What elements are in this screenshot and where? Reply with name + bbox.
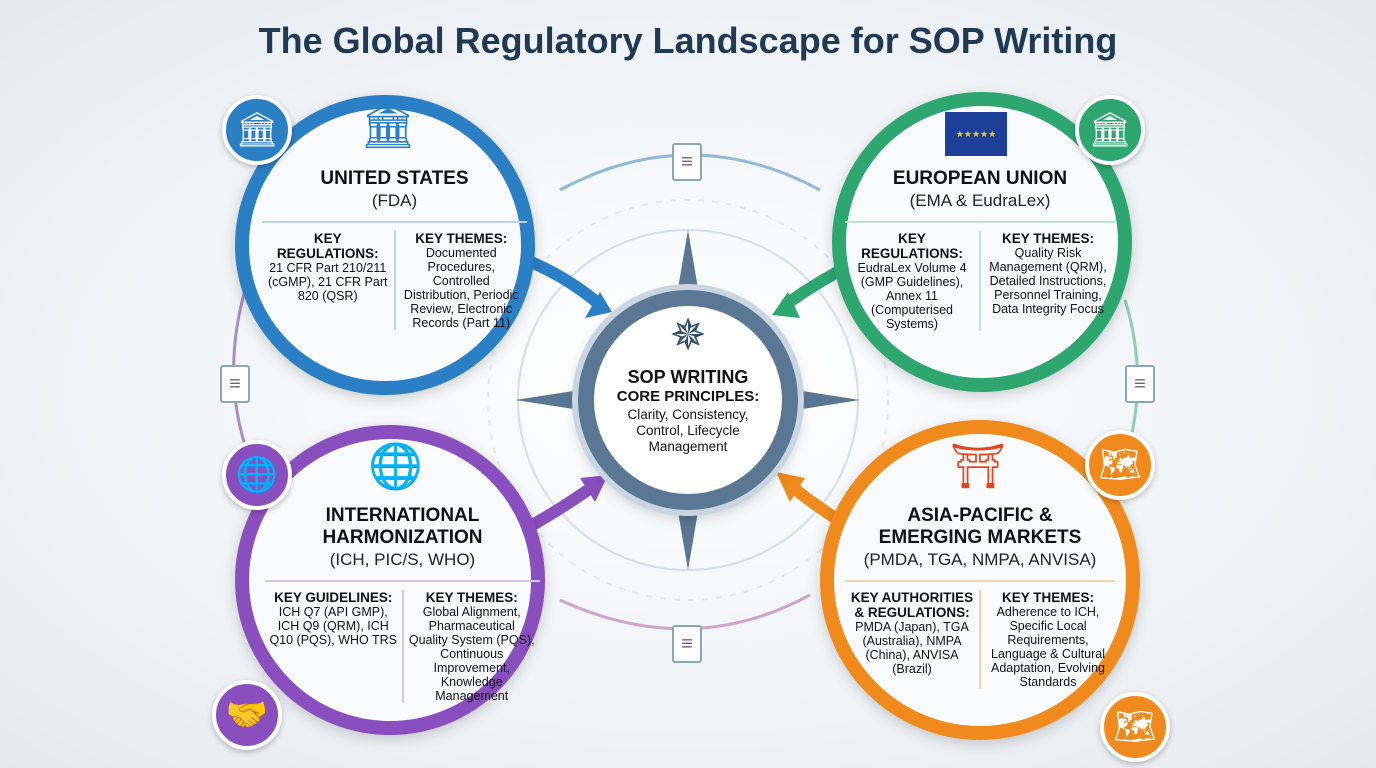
document-icon: ≡ <box>1125 365 1155 403</box>
region-title: EUROPEAN UNION <box>892 168 1068 189</box>
key-themes-heading: KEY THEMES: <box>1001 231 1094 246</box>
key-guidelines-text: ICH Q7 (API GMP), ICH Q9 (QRM), ICH Q10 … <box>269 605 398 647</box>
page-title: The Global Regulatory Landscape for SOP … <box>258 20 1118 61</box>
region-subtitle: (ICH, PIC/S, WHO) <box>329 550 476 569</box>
key-themes-heading: KEY THEMES: <box>1001 590 1094 605</box>
pagoda-icon: ⛩ <box>950 442 1006 491</box>
region-subtitle: (PMDA, TGA, NMPA, ANVISA) <box>863 550 1097 569</box>
key-themes-text: Documented Procedures, Controlled Distri… <box>403 246 519 330</box>
core-principles-hub: ✵ SOP WRITING CORE PRINCIPLES: Clarity, … <box>578 290 798 510</box>
region-title: UNITED STATES <box>320 168 469 189</box>
region-title: ASIA-PACIFIC & EMERGING MARKETS <box>878 505 1082 548</box>
key-authorities-heading: KEY AUTHORITIES & REGULATIONS: <box>850 590 974 620</box>
key-themes-text: Adherence to ICH, Specific Local Require… <box>991 605 1105 689</box>
handshake-icon: 🤝 <box>212 680 282 750</box>
center-body: Clarity, Consistency, Control, Lifecycle… <box>627 407 749 454</box>
key-regulations-text: 21 CFR Part 210/211 (cGMP), 21 CFR Part … <box>268 261 388 303</box>
capitol-badge-icon: 🏛 <box>222 95 292 165</box>
center-subtitle: CORE PRINCIPLES: <box>616 388 760 405</box>
document-icon: ≡ <box>672 625 702 663</box>
key-themes-heading: KEY THEMES: <box>425 590 518 605</box>
capitol-building-icon: 🏛 <box>360 102 416 151</box>
region-subtitle: (EMA & EudraLex) <box>909 191 1051 210</box>
key-themes-text: Global Alignment, Pharmaceutical Quality… <box>408 605 535 703</box>
globe-badge-icon: 🌐 <box>222 440 292 510</box>
center-title: SOP WRITING <box>627 367 749 387</box>
globe-icon: 🌐 <box>368 442 423 491</box>
compass-icon: ✵ <box>669 311 707 360</box>
region-subtitle: (FDA) <box>371 191 418 210</box>
key-guidelines-heading: KEY GUIDELINES: <box>274 590 393 605</box>
eu-flag-icon: ★★★★★ <box>945 112 1007 156</box>
key-regulations-heading: KEY REGULATIONS: <box>276 231 379 261</box>
region-title: INTERNATIONAL HARMONIZATION <box>322 505 483 548</box>
document-icon: ≡ <box>672 143 702 181</box>
key-themes-text: Quality Risk Management (QRM), Detailed … <box>989 246 1107 316</box>
australia-map-icon: 🗺 <box>1100 692 1170 762</box>
key-regulations-text: EudraLex Volume 4 (GMP Guidelines), Anne… <box>857 261 967 331</box>
government-building-icon: 🏛 <box>1075 95 1145 165</box>
key-themes-heading: KEY THEMES: <box>415 231 508 246</box>
key-authorities-text: PMDA (Japan), TGA (Australia), NMPA (Chi… <box>855 620 969 676</box>
australia-map-icon: 🗺 <box>1085 430 1155 500</box>
document-icon: ≡ <box>220 365 250 403</box>
key-regulations-heading: KEY REGULATIONS: <box>861 231 963 261</box>
